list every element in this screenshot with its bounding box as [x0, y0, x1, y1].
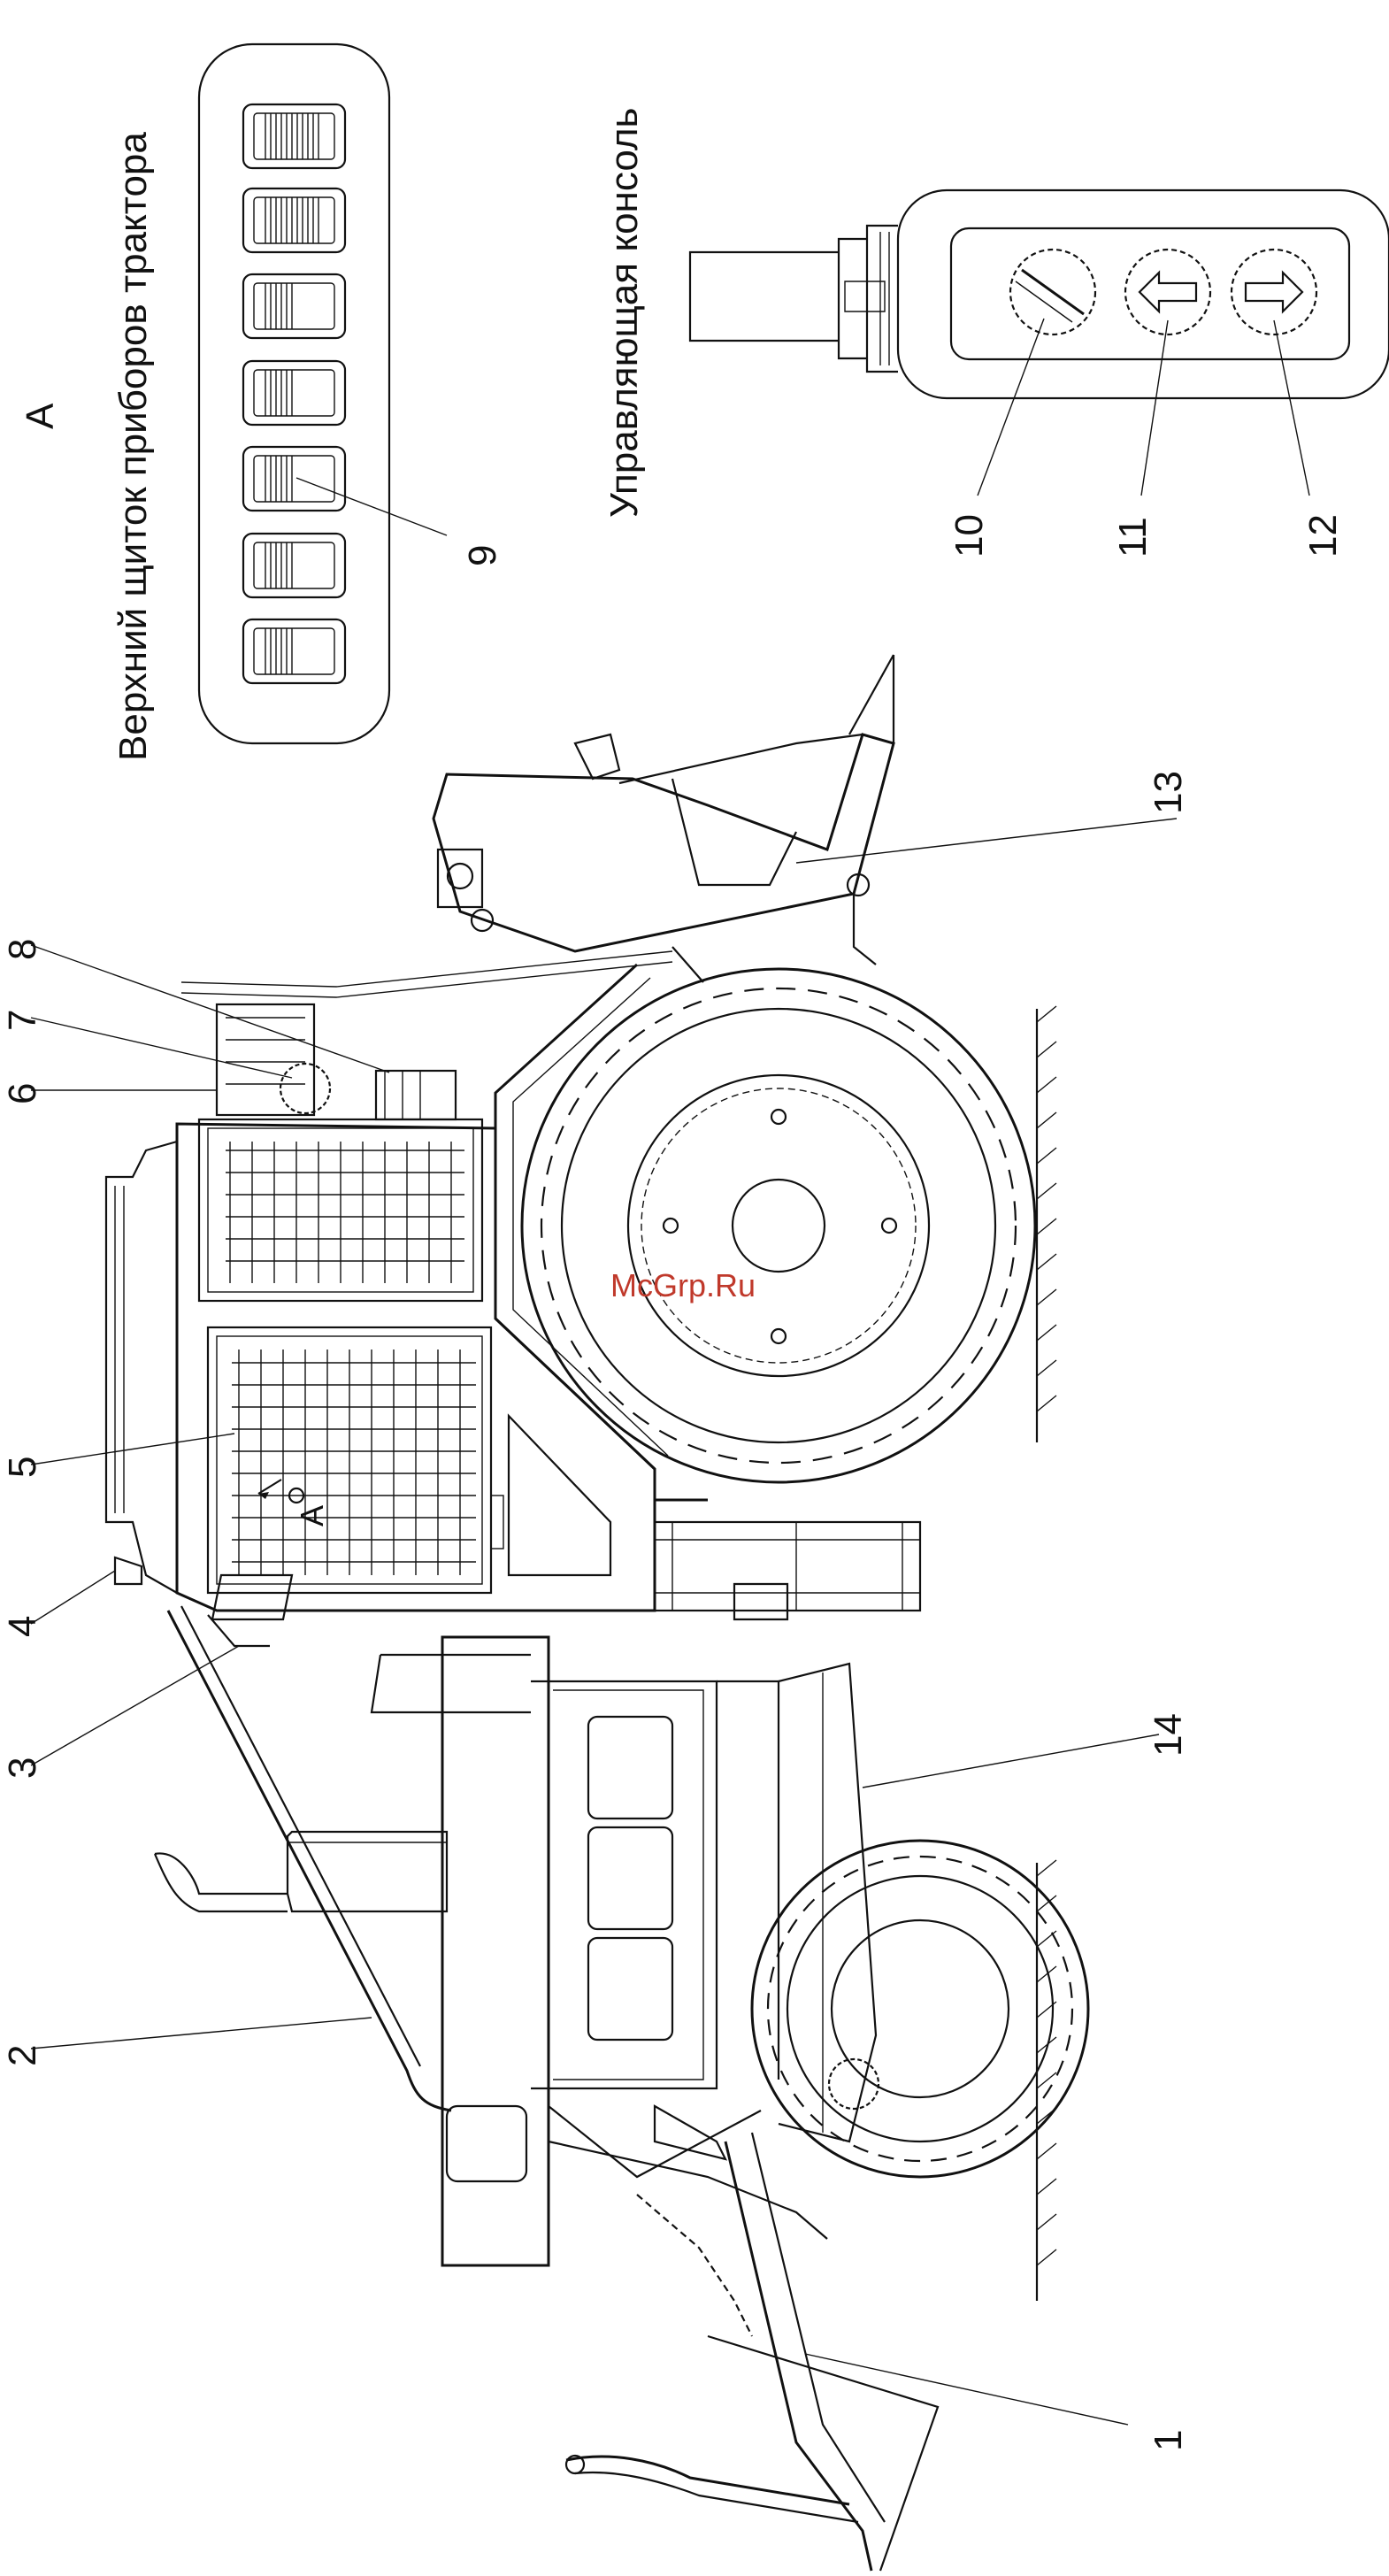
callout-2: 2 — [1, 2045, 44, 2066]
ground-line-rear — [1037, 1860, 1056, 2301]
panel-caption: Верхний щиток приборов трактора — [111, 132, 155, 761]
dial-button-10 — [1010, 250, 1095, 334]
callout-12: 12 — [1301, 514, 1345, 557]
rear-window-grid — [226, 1142, 464, 1283]
callout-1: 1 — [1147, 2430, 1190, 2451]
front-fender — [495, 965, 708, 1500]
instrument-panel — [199, 44, 447, 743]
roof-equipment — [31, 945, 456, 1119]
ground-line-front — [1037, 1006, 1056, 1442]
watermark: McGrp.Ru — [610, 1267, 756, 1303]
leader-line-1 — [805, 2354, 1128, 2425]
exhaust-stack — [155, 1832, 447, 1911]
front-implement — [181, 655, 1177, 997]
tractor-machine — [31, 655, 1177, 2571]
panel-switch — [243, 361, 345, 425]
main-frame — [372, 1637, 1159, 2265]
panel-switch — [243, 188, 345, 252]
control-console — [690, 190, 1389, 496]
callout-14: 14 — [1147, 1713, 1190, 1757]
callout-3: 3 — [1, 1757, 44, 1779]
callout-11: 11 — [1111, 517, 1155, 557]
callout-10: 10 — [948, 514, 991, 557]
leader-line-2 — [31, 2018, 372, 2049]
step-platform — [655, 1522, 920, 1619]
panel-switch — [243, 104, 345, 168]
callout-9: 9 — [461, 545, 504, 566]
panel-switch — [243, 274, 345, 338]
leader-line-12 — [1274, 320, 1309, 496]
console-caption: Управляющая консоль — [602, 108, 646, 518]
leader-line-11 — [1141, 320, 1168, 496]
leader-line-13 — [796, 819, 1177, 863]
callout-13: 13 — [1147, 771, 1190, 814]
panel-switch — [243, 619, 345, 683]
leader-line-14 — [863, 1734, 1159, 1788]
leader-line-9 — [296, 478, 447, 535]
callout-7: 7 — [1, 1010, 44, 1031]
leader-line-8 — [31, 945, 389, 1073]
callout-8: 8 — [1, 939, 44, 960]
side-window-grid — [232, 1350, 476, 1575]
panel-switch — [243, 447, 345, 511]
leader-line-5 — [31, 1434, 234, 1465]
panel-switch — [243, 534, 345, 597]
section-marker-a: А — [294, 1505, 330, 1526]
front-wheel — [522, 969, 1035, 1482]
leader-line-3 — [31, 1646, 239, 1765]
panel-switches — [243, 104, 345, 683]
callout-4: 4 — [1, 1616, 44, 1637]
view-marker-a: А — [19, 403, 62, 429]
leader-line-10 — [978, 319, 1044, 496]
callout-5: 5 — [1, 1457, 44, 1478]
callout-6: 6 — [1, 1083, 44, 1104]
leader-line-7 — [31, 1018, 292, 1078]
